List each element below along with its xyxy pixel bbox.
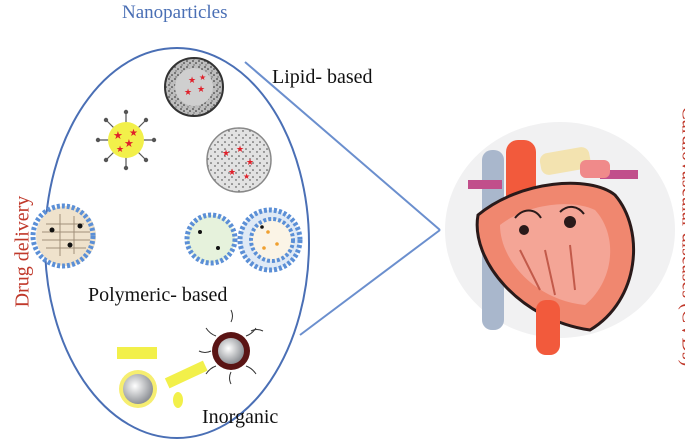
inorganic-coated-particle (198, 309, 264, 385)
zoom-line-top (244, 61, 441, 231)
nanorod-top (117, 347, 157, 359)
liposome-dark: ★ ★ ★ ★ (164, 57, 224, 117)
svg-text:★: ★ (197, 84, 205, 94)
heart-illustration (445, 122, 675, 355)
svg-text:★: ★ (188, 75, 196, 85)
inorganic-sphere (119, 370, 157, 408)
nanorod-diagonal (164, 360, 208, 389)
polymersome (237, 207, 303, 273)
micelle-yellow: ★ ★ ★ ★ (95, 109, 157, 171)
polymeric-vesicle (184, 212, 238, 266)
svg-text:★: ★ (124, 138, 134, 150)
label-inorganic: Inorganic (202, 406, 279, 428)
zoom-line-bottom (299, 229, 441, 336)
svg-text:★: ★ (228, 167, 236, 177)
svg-text:★: ★ (113, 130, 123, 142)
svg-text:★: ★ (243, 172, 250, 181)
svg-text:★: ★ (184, 87, 192, 97)
svg-text:★: ★ (129, 128, 138, 139)
label-cardiovascular-diseases: Cardiovascular diseases (CVDs) (677, 106, 685, 367)
svg-text:★: ★ (222, 148, 230, 158)
svg-text:★: ★ (199, 73, 206, 82)
svg-text:★: ★ (236, 144, 244, 154)
svg-text:★: ★ (246, 157, 254, 167)
label-lipid-based: Lipid- based (272, 66, 373, 88)
label-polymeric-based: Polymeric- based (88, 284, 228, 306)
nanodot (173, 392, 183, 408)
solid-lipid-nanoparticle: ★ ★ ★ ★ ★ (206, 127, 272, 193)
polymeric-nanosphere (30, 203, 96, 269)
svg-text:★: ★ (116, 144, 124, 154)
label-drug-delivery: Drug delivery (11, 195, 34, 308)
title-nanoparticles: Nanoparticles (122, 2, 228, 23)
